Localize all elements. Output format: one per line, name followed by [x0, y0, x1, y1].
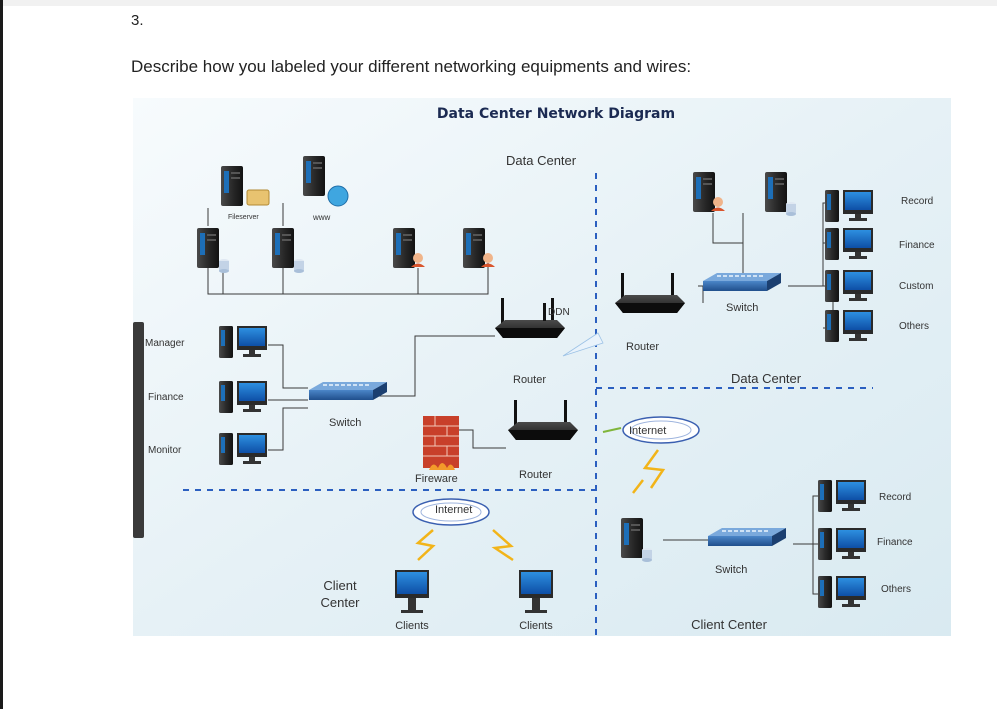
web-server: [303, 156, 325, 196]
network-diagram-image: Data Center Network Diagram Data Center …: [133, 98, 951, 636]
zone-label-client-center-left-1: Client: [323, 578, 357, 593]
folder-icon: [246, 189, 270, 206]
left-panel-bar: [133, 322, 144, 538]
dept-top-right-record: Record: [901, 196, 933, 207]
link-router-internet: [602, 427, 622, 433]
label-switch-bottom-right: Switch: [715, 564, 747, 576]
dept-bottom-right-record: Record: [879, 492, 911, 503]
firewall-icon: [423, 416, 459, 470]
globe-icon: [327, 185, 349, 207]
switch-left: [309, 382, 387, 400]
wireless-beam: [562, 332, 604, 357]
diagram-title: Data Center Network Diagram: [437, 106, 675, 122]
dept-bottom-right-others: Others: [881, 584, 911, 595]
label-clients-2: Clients: [519, 620, 553, 632]
label-router-bottom: Router: [519, 469, 552, 481]
question-prompt: Describe how you labeled your different …: [131, 57, 692, 76]
client-workstation-1: [395, 570, 429, 613]
label-switch-top-right: Switch: [726, 302, 758, 314]
zone-label-data-center-right: Data Center: [731, 371, 802, 386]
label-ddn: DDN: [548, 307, 570, 318]
dept-top-right-finance: Finance: [899, 240, 935, 251]
label-internet-center: Internet: [629, 425, 666, 437]
switch-top-right: [703, 273, 781, 291]
label-internet-left: Internet: [435, 504, 472, 516]
zone-boundaries: [183, 173, 873, 636]
switch-bottom-right: [708, 528, 786, 546]
zone-label-data-center-top: Data Center: [506, 153, 577, 168]
dept-top-right-custom: Custom: [899, 281, 933, 292]
dept-bottom-right-finance: Finance: [877, 537, 913, 548]
label-firewall: Fireware: [415, 473, 458, 485]
label-clients-1: Clients: [395, 620, 429, 632]
zone-label-client-center-left-2: Center: [320, 595, 360, 610]
dept-left-monitor: Monitor: [148, 445, 182, 456]
label-switch-left: Switch: [329, 417, 361, 429]
question-number: 3.: [131, 12, 144, 29]
dept-left-finance: Finance: [148, 392, 184, 403]
label-fileserver: Fileserver: [228, 214, 259, 221]
wireless-links: [415, 449, 666, 562]
zone-label-client-center-right: Client Center: [691, 617, 768, 632]
diagram-background: [133, 98, 951, 636]
label-www: www: [312, 213, 331, 222]
dept-left-manager: Manager: [145, 338, 185, 349]
label-router-top-right: Router: [626, 341, 659, 353]
fileserver-server: [221, 166, 243, 206]
dept-top-right-others: Others: [899, 321, 929, 332]
label-router-top-left: Router: [513, 374, 546, 386]
window-edge: [0, 0, 3, 709]
client-workstation-2: [519, 570, 553, 613]
ddn-antenna: [543, 303, 546, 321]
top-bar: [0, 0, 997, 6]
